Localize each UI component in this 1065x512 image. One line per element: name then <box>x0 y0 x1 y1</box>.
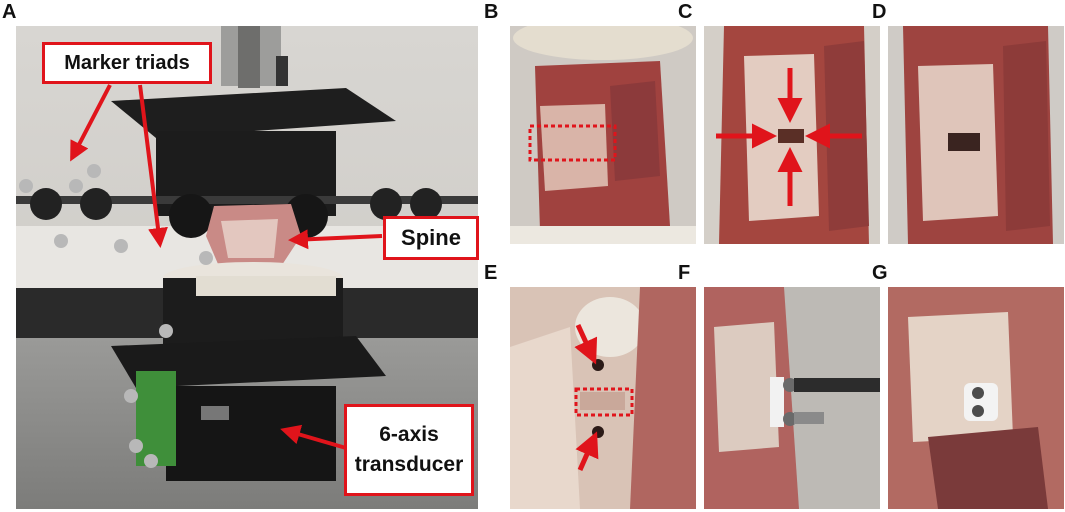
photo-panel-f <box>704 287 880 509</box>
panel-letter-a: A <box>2 1 17 23</box>
callout-transducer-line2: transducer <box>354 453 464 476</box>
panel-letter-e: E <box>484 262 498 284</box>
photo-panel-e <box>510 287 696 509</box>
callout-spine: Spine <box>383 216 479 260</box>
panel-letter-b: B <box>484 1 499 23</box>
panel-letter-d: D <box>872 1 887 23</box>
photo-panel-d <box>888 26 1064 244</box>
callout-transducer-line1: 6-axis <box>379 422 439 446</box>
callout-marker-triads: Marker triads <box>42 42 212 84</box>
panel-letter-c: C <box>678 1 693 23</box>
panel-letter-f: F <box>678 262 691 284</box>
panel-letter-g: G <box>872 262 888 284</box>
photo-panel-c <box>704 26 880 244</box>
photo-panel-b <box>510 26 696 244</box>
photo-panel-g <box>888 287 1064 509</box>
callout-transducer: 6-axis transducer <box>344 404 474 496</box>
